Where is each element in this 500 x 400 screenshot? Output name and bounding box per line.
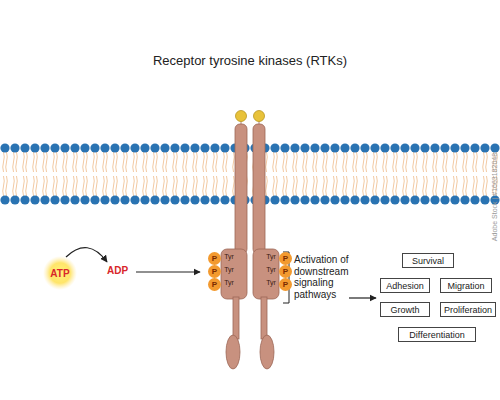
residue-label: Tyr [221,279,237,287]
phosphate-letter: P [283,280,288,289]
atp-curve-arrow [66,248,107,262]
outcome-box: Migration [440,278,492,293]
residue-label: Tyr [263,266,279,274]
outcome-box: Differentiation [398,327,476,342]
watermark: Adobe Stock | #1663182048 [491,97,499,297]
phosphate-circle: P [208,252,221,265]
membrane-bilayer [0,143,500,205]
residue-label: Tyr [263,253,279,261]
product-name: ADP [107,265,141,277]
outcome-box: Adhesion [380,278,430,293]
phosphate-circle: P [208,278,221,291]
phosphate-letter: P [212,267,217,276]
bracket-note: Activation of downstream signaling pathw… [294,254,352,300]
outcome-text: Survival [412,256,444,266]
outcome-box: Proliferation [440,302,496,317]
outcome-box: Survival [402,253,454,268]
phosphate-letter: P [283,254,288,263]
phosphate-letter: P [283,267,288,276]
pathway-arrow [349,297,376,298]
molecule-name: ATP [50,268,69,279]
phosphate-arrow [136,271,200,272]
outcome-box: Growth [380,302,430,317]
phosphate-circle: P [208,265,221,278]
outcome-text: Differentiation [409,330,464,340]
phosphate-letter: P [212,254,217,263]
phosphate-circle: P [279,278,292,291]
residue-label: Tyr [263,279,279,287]
outcome-text: Migration [447,281,484,291]
phosphate-circle: P [279,265,292,278]
residue-label: Tyr [221,266,237,274]
phosphate-circle: P [279,252,292,265]
residue-label: Tyr [221,253,237,261]
outcome-text: Growth [390,305,419,315]
outcome-text: Adhesion [386,281,424,291]
outcome-text: Proliferation [444,305,492,315]
receptor-dimer [221,111,279,370]
diagram-title: Receptor tyrosine kinases (RTKs) [0,53,500,68]
atp-molecule: ATP [43,256,77,290]
phosphate-letter: P [212,280,217,289]
